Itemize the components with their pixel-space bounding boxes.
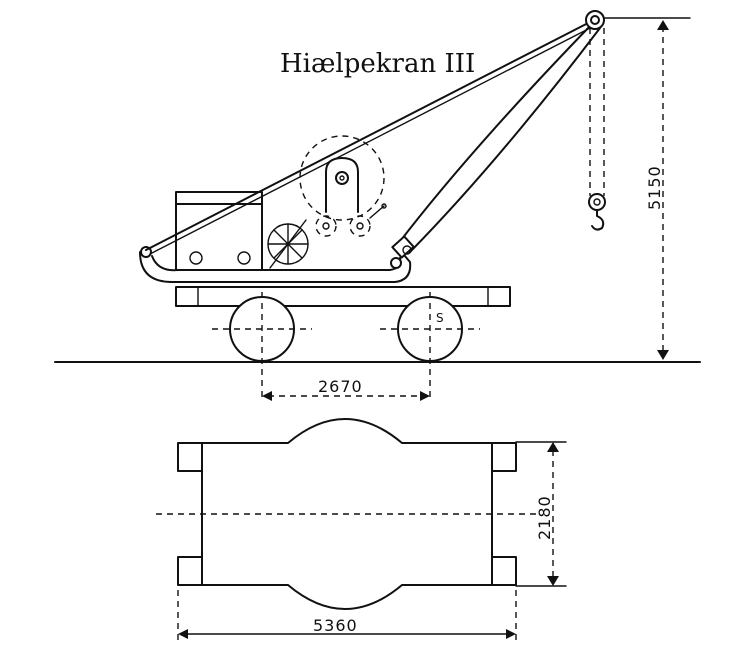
hand-wheel	[267, 219, 309, 269]
hook	[588, 193, 606, 231]
wheelbase-dimension-label: 2670	[318, 377, 363, 396]
height-dimension-label: 5150	[645, 165, 664, 210]
jib	[390, 23, 601, 269]
jib-head-sheave	[585, 10, 605, 30]
side-view: S	[54, 10, 701, 401]
wagon-frame	[175, 286, 511, 307]
buffer-top-left	[177, 442, 203, 472]
winch-drum-outline	[299, 135, 385, 221]
buffer-bottom-right	[491, 556, 517, 586]
buffer-top-right	[491, 442, 517, 472]
crane-bed	[139, 251, 412, 283]
plan-view: 2180 5360	[156, 418, 567, 640]
length-dimension-label: 5360	[313, 616, 358, 635]
wheel-mark: S	[436, 311, 444, 325]
buffer-bottom-left	[177, 556, 203, 586]
stay-cable	[145, 19, 595, 251]
width-dimension-label: 2180	[535, 495, 554, 540]
drawing-title: Hiælpekran III	[280, 49, 475, 79]
